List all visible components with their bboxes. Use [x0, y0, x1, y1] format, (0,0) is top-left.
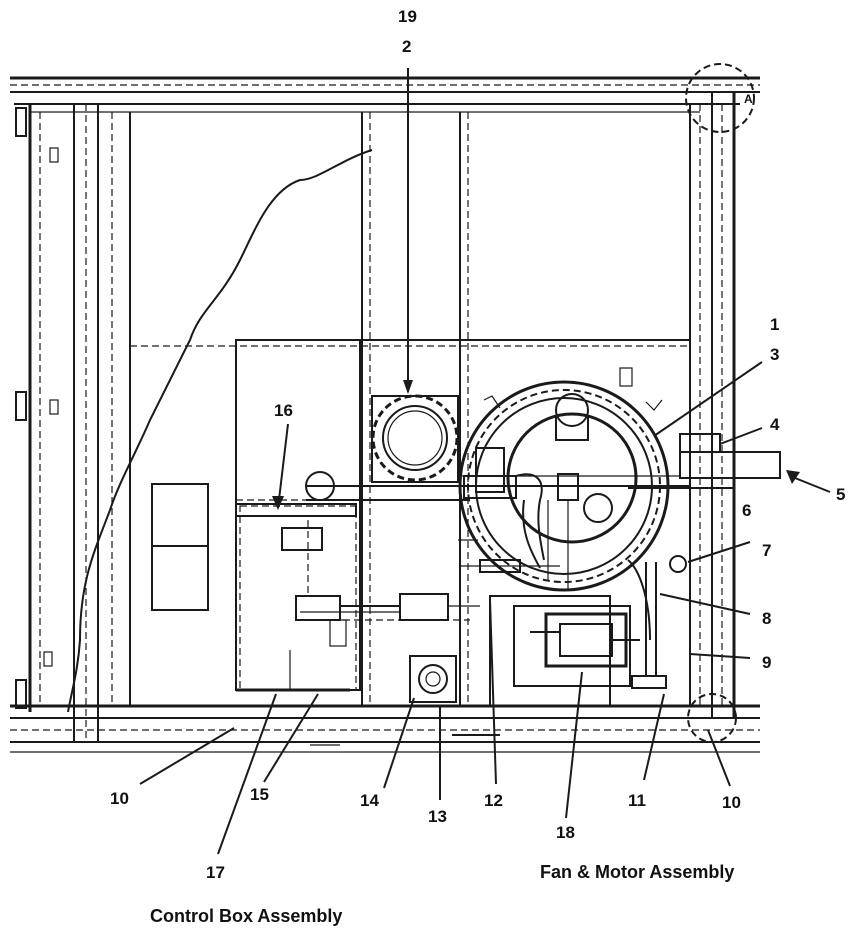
- motor-assembly: [489, 433, 781, 707]
- callout-10-right: 10: [722, 793, 741, 812]
- callout-5: 5: [836, 485, 845, 504]
- access-panel: [151, 483, 209, 611]
- control-box-assembly: [235, 339, 480, 692]
- detail-marker-a: A: [685, 63, 755, 133]
- callout-2: 2: [402, 37, 411, 56]
- callout-1: 1: [770, 315, 779, 334]
- callout-10-left: 10: [110, 789, 129, 808]
- callout-numbers: 19 2 1 3 4 5 6 7 8 9 10 11 18 12 13 14 1…: [110, 7, 845, 882]
- unit-frame: [10, 76, 760, 753]
- callout-7: 7: [762, 541, 771, 560]
- leader-lines: [139, 68, 831, 855]
- callout-3: 3: [770, 345, 779, 364]
- callout-11: 11: [628, 791, 646, 810]
- svg-text:A: A: [744, 92, 753, 106]
- blower-housing: [458, 367, 690, 592]
- caption-control-box-assembly: Control Box Assembly: [150, 906, 342, 926]
- callout-4: 4: [770, 415, 780, 434]
- callout-13: 13: [428, 807, 447, 826]
- callout-12: 12: [484, 791, 503, 810]
- callout-14: 14: [360, 791, 379, 810]
- callout-17: 17: [206, 863, 225, 882]
- ring-assembly-2: [371, 394, 459, 483]
- fitting-13: [409, 655, 457, 703]
- callout-18: 18: [556, 823, 575, 842]
- callout-9: 9: [762, 653, 771, 672]
- misc-details: [236, 499, 500, 746]
- cutaway-line: [67, 149, 373, 713]
- callout-6: 6: [742, 501, 751, 520]
- callout-15: 15: [250, 785, 269, 804]
- caption-fan-motor-assembly: Fan & Motor Assembly: [540, 862, 734, 882]
- callout-16: 16: [274, 401, 293, 420]
- callout-8: 8: [762, 609, 771, 628]
- callout-19: 19: [398, 7, 417, 26]
